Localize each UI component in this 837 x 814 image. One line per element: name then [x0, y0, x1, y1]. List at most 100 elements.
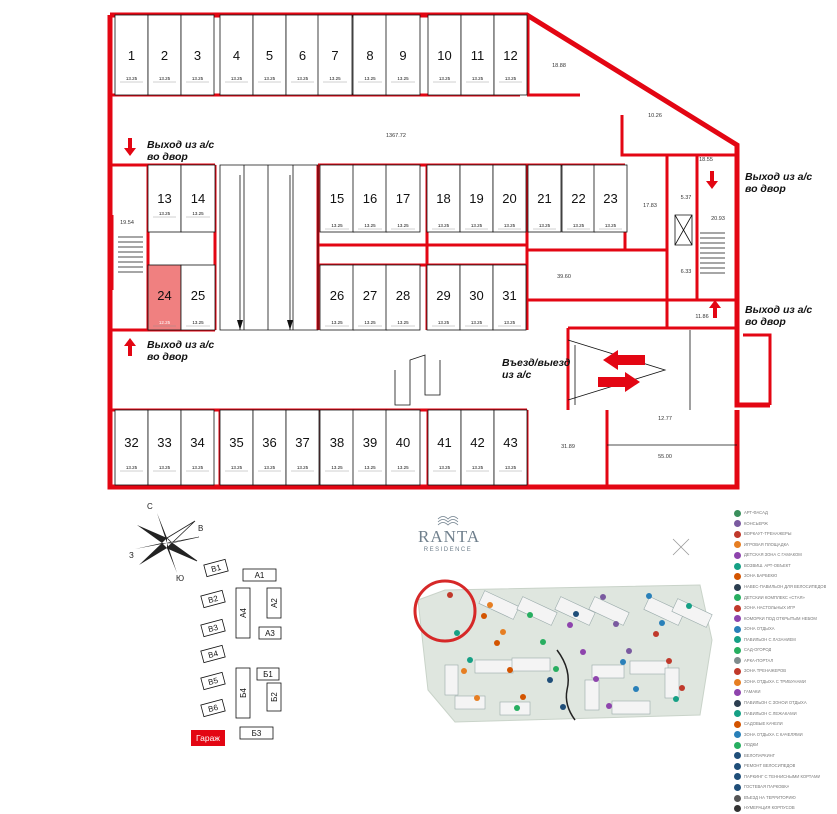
space-number: 27: [363, 288, 377, 303]
site-marker-dot: [646, 593, 652, 599]
site-brand: RANTA RESIDENCE: [418, 507, 479, 553]
site-building: [591, 664, 625, 679]
room-area-r1: 18.88: [552, 63, 566, 69]
space-area: 13.25: [397, 320, 409, 325]
compass-north: С: [147, 502, 153, 511]
space-area: 13.25: [264, 76, 276, 81]
site-marker-dot: [620, 659, 626, 665]
site-building: [499, 701, 531, 716]
legend-label: ЗОНА ТРЕНАЖЕРОВ: [744, 669, 787, 674]
space-number: 17: [396, 191, 410, 206]
site-building: [588, 596, 630, 626]
arrow-left-icon: [603, 350, 645, 370]
space-number: 18: [436, 191, 450, 206]
space-area: 13.25: [331, 320, 343, 325]
svg-text:во двор: во двор: [745, 183, 786, 195]
space-area: 13.25: [504, 223, 516, 228]
room-area-r13: 55.00: [658, 454, 672, 460]
legend-dot-icon: [734, 636, 741, 644]
space-number: 39: [363, 435, 377, 450]
legend-item: ВОРКАУТ-ТРЕНАЖЕРЫ: [734, 529, 834, 540]
svg-text:Въезд/выезд: Въезд/выезд: [502, 357, 571, 369]
room-area-r8: 6.33: [681, 269, 692, 275]
space-number: 19: [469, 191, 483, 206]
site-marker-dot: [461, 668, 467, 674]
site-marker-dot: [500, 629, 506, 635]
parking-space-2: 213.25: [147, 14, 182, 96]
legend-dot-icon: [734, 699, 741, 707]
svg-text:из а/с: из а/с: [502, 369, 531, 381]
space-area: 13.25: [504, 320, 516, 325]
legend-dot-icon: [734, 573, 741, 581]
site-marker-dot: [666, 658, 672, 664]
space-area: 13.25: [192, 465, 204, 470]
legend-label: АРТ-ФАСАД: [744, 511, 768, 516]
legend-label: САД-ОГОРОД: [744, 648, 772, 653]
room-area-r9: 39.60: [557, 274, 571, 280]
parking-space-8: 813.25: [352, 14, 388, 96]
legend-dot-icon: [734, 710, 741, 718]
space-area: 13.25: [126, 76, 138, 81]
space-area: 12.25: [159, 320, 171, 325]
svg-text:во двор: во двор: [147, 151, 188, 163]
legend-item: АРКА-ПОРТАЛ: [734, 656, 834, 667]
legend-label: ПАВИЛЬОН С ЛЕЖАКАМИ: [744, 711, 797, 716]
space-area: 13.25: [192, 211, 204, 216]
ramp-arrow-icon: [287, 320, 293, 330]
site-building: [474, 659, 514, 674]
space-number: 38: [330, 435, 344, 450]
legend-item: НУМЕРАЦИЯ КОРПУСОВ: [734, 803, 834, 814]
room-area-r11: 12.77: [658, 416, 672, 422]
site-marker-dot: [606, 703, 612, 709]
legend-label: ЗОНА БАРБЕКЮ: [744, 574, 778, 579]
legend-item: ДЕТСКИЙ КОМПЛЕКС «СТАЯ»: [734, 592, 834, 603]
legend-dot-icon: [734, 520, 741, 528]
legend-label: ПАВИЛЬОН С ЛАЗАНИЕМ: [744, 637, 796, 642]
block-label: Б4: [239, 688, 248, 698]
site-marker-dot: [600, 594, 606, 600]
legend-item: ВЪЕЗД НА ТЕРРИТОРИЮ: [734, 793, 834, 804]
space-number: 12: [503, 48, 517, 63]
space-number: 33: [157, 435, 171, 450]
legend-label: САДОВЫЕ КАЧЕЛИ: [744, 722, 783, 727]
room-area-r4: 19.54: [120, 220, 134, 226]
legend-item: КОНСЬЕРЖ: [734, 519, 834, 530]
site-marker-dot: [467, 657, 473, 663]
block-label: В4: [207, 649, 219, 660]
site-marker-dot: [481, 613, 487, 619]
legend-item: ПАВИЛЬОН С ЗОНОЙ ОТДЫХА: [734, 698, 834, 709]
legend-label: ИГРОВАЯ ПЛОЩАДКА: [744, 542, 789, 547]
legend-dot-icon: [734, 689, 741, 697]
legend-label: ЗОНА ОТДЫХА: [744, 627, 775, 632]
site-marker-dot: [553, 666, 559, 672]
legend-item: ГАМАКИ: [734, 687, 834, 698]
svg-text:во двор: во двор: [147, 351, 188, 363]
space-area: 13.25: [472, 465, 484, 470]
legend-item: АРТ-ФАСАД: [734, 508, 834, 519]
parking-floor-plan: 113.25213.25313.25413.25513.25613.25713.…: [107, 12, 812, 490]
space-number: 2: [161, 48, 168, 63]
room-area-r10: 11.86: [695, 314, 708, 320]
space-area: 13.25: [192, 320, 204, 325]
space-area: 13.25: [364, 223, 376, 228]
legend-dot-icon: [734, 657, 741, 665]
space-area: 13.25: [364, 76, 376, 81]
site-building: [629, 660, 669, 675]
site-building: [584, 679, 600, 711]
legend-dot-icon: [734, 773, 741, 781]
legend-label: ЛОДКИ: [744, 743, 759, 748]
legend-item: ПАВИЛЬОН С ЛЕЖАКАМИ: [734, 708, 834, 719]
site-marker-dot: [514, 705, 520, 711]
legend-dot-icon: [734, 541, 741, 549]
space-area: 13.25: [472, 76, 484, 81]
legend-dot-icon: [734, 762, 741, 770]
